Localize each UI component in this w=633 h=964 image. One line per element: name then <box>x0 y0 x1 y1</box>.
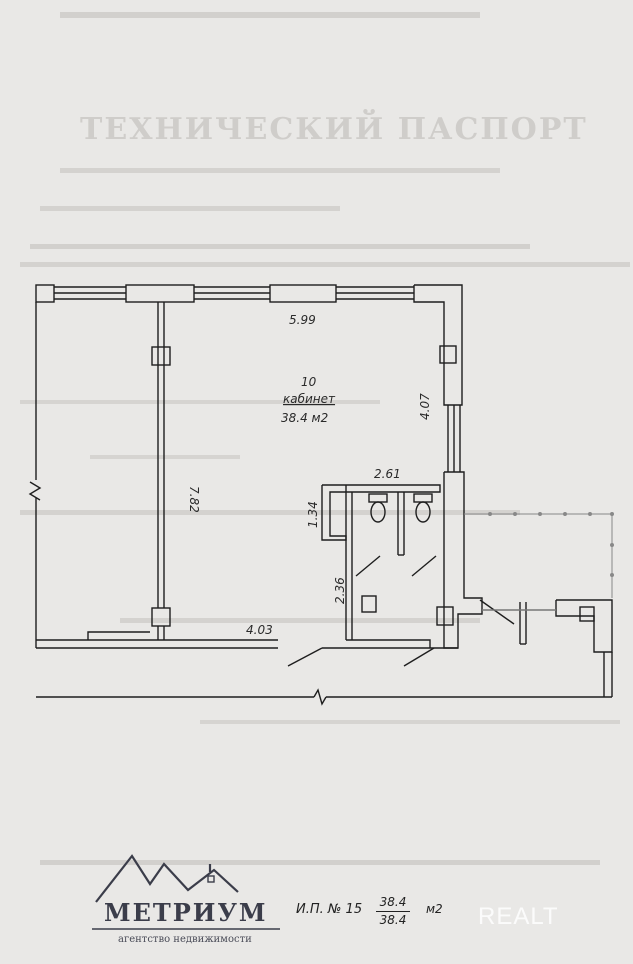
ghost-rule <box>40 860 600 865</box>
plan-id: И.П. № 15 <box>296 902 363 917</box>
dim-right-height: 4.07 <box>418 393 432 420</box>
area-denominator: 38.4 <box>376 911 410 929</box>
wall-pier <box>269 284 337 303</box>
room-area: 38.4 м2 <box>281 411 328 425</box>
ghost-rule <box>120 618 480 623</box>
right-wall <box>443 471 483 649</box>
wall-pier <box>125 284 195 303</box>
area-fraction: 38.4 38.4 <box>376 894 410 929</box>
dim-top-width: 5.99 <box>289 313 316 327</box>
area-unit: м2 <box>426 902 443 916</box>
ghost-rule <box>40 206 340 211</box>
toilet-tank <box>368 493 388 503</box>
corner-wall <box>413 284 463 406</box>
logo-house-icon <box>95 854 239 903</box>
passport-title: ТЕХНИЧЕСКИЙ ПАСПОРТ <box>80 112 588 147</box>
sink <box>361 595 377 613</box>
ghost-rule <box>60 168 500 173</box>
area-numerator: 38.4 <box>379 895 407 909</box>
ghost-rule <box>90 455 240 459</box>
ghost-rule <box>30 244 530 249</box>
door-swing <box>355 555 381 577</box>
realt-watermark: REALT <box>478 903 559 930</box>
ghost-rule <box>200 720 620 724</box>
column <box>151 607 171 627</box>
dim-bath-upper: 1.34 <box>306 501 320 528</box>
logo-subtitle: агентство недвижимости <box>118 934 252 945</box>
ghost-rule <box>20 510 520 515</box>
logo-wordmark: МЕТРИУМ <box>104 898 268 927</box>
column <box>439 345 457 364</box>
ghost-rule <box>60 12 480 18</box>
column <box>436 606 454 626</box>
dim-bottom-width: 4.03 <box>246 623 273 637</box>
dim-bath-lower: 2.36 <box>333 577 347 604</box>
toilet-bowl <box>370 501 386 523</box>
neighbor-wall <box>555 599 613 653</box>
column <box>151 346 171 366</box>
wall-pier <box>35 284 55 303</box>
room-number: 10 <box>301 375 317 389</box>
room-name: кабинет <box>283 392 336 406</box>
dim-bath-width: 2.61 <box>374 467 401 481</box>
ghost-rule <box>20 400 380 404</box>
toilet-bowl <box>415 501 431 523</box>
bathroom-wall <box>321 484 441 541</box>
dim-left-height: 7.82 <box>187 486 201 513</box>
ghost-rule <box>20 262 630 267</box>
toilet-tank <box>413 493 433 503</box>
